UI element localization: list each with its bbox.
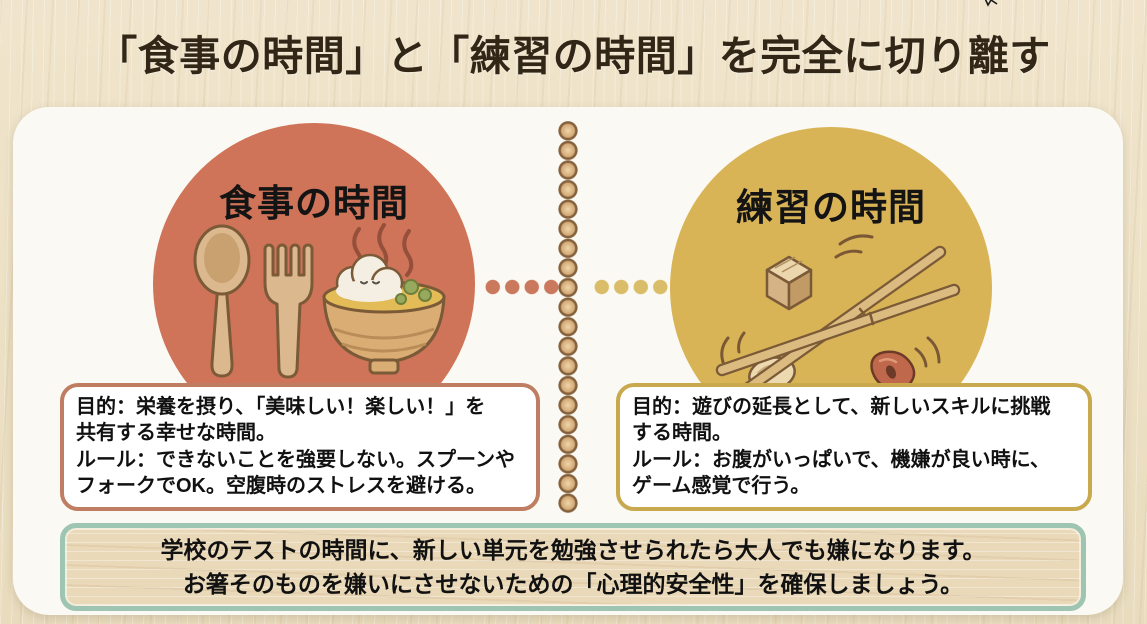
meal-illustration	[193, 223, 446, 379]
practice-dots-connector	[592, 278, 670, 296]
practice-illustration	[715, 234, 961, 401]
meal-info-box: 目的：栄養を摂り、「美味しい！楽しい！」を 共有する幸せな時間。 ルール：できな…	[60, 383, 540, 511]
practice-info-box: 目的：遊びの延長として、新しいスキルに挑戦 する時間。 ルール：お腹がいっぱいで…	[616, 383, 1092, 511]
rice-soup-bowl-icon	[322, 253, 446, 375]
spoon-icon	[193, 224, 251, 378]
meal-circle-title: 食事の時間	[219, 183, 409, 224]
page-title: 「食事の時間」と「練習の時間」を完全に切り離す	[96, 33, 1051, 79]
red-bean-icon	[870, 350, 916, 392]
meal-dots-connector	[483, 278, 561, 296]
wooden-cube-icon	[765, 255, 813, 311]
chopsticks-icon	[715, 245, 961, 401]
content-card: 食事の時間	[13, 107, 1123, 615]
practice-circle-title: 練習の時間	[736, 187, 926, 228]
mouse-cursor	[984, 0, 998, 7]
bottom-note-banner: 学校のテストの時間に、新しい単元を勉強させられたら大人でも嫌になります。 お箸そ…	[60, 523, 1086, 611]
wooden-bead-string-divider	[557, 121, 579, 513]
fork-icon	[263, 243, 314, 379]
